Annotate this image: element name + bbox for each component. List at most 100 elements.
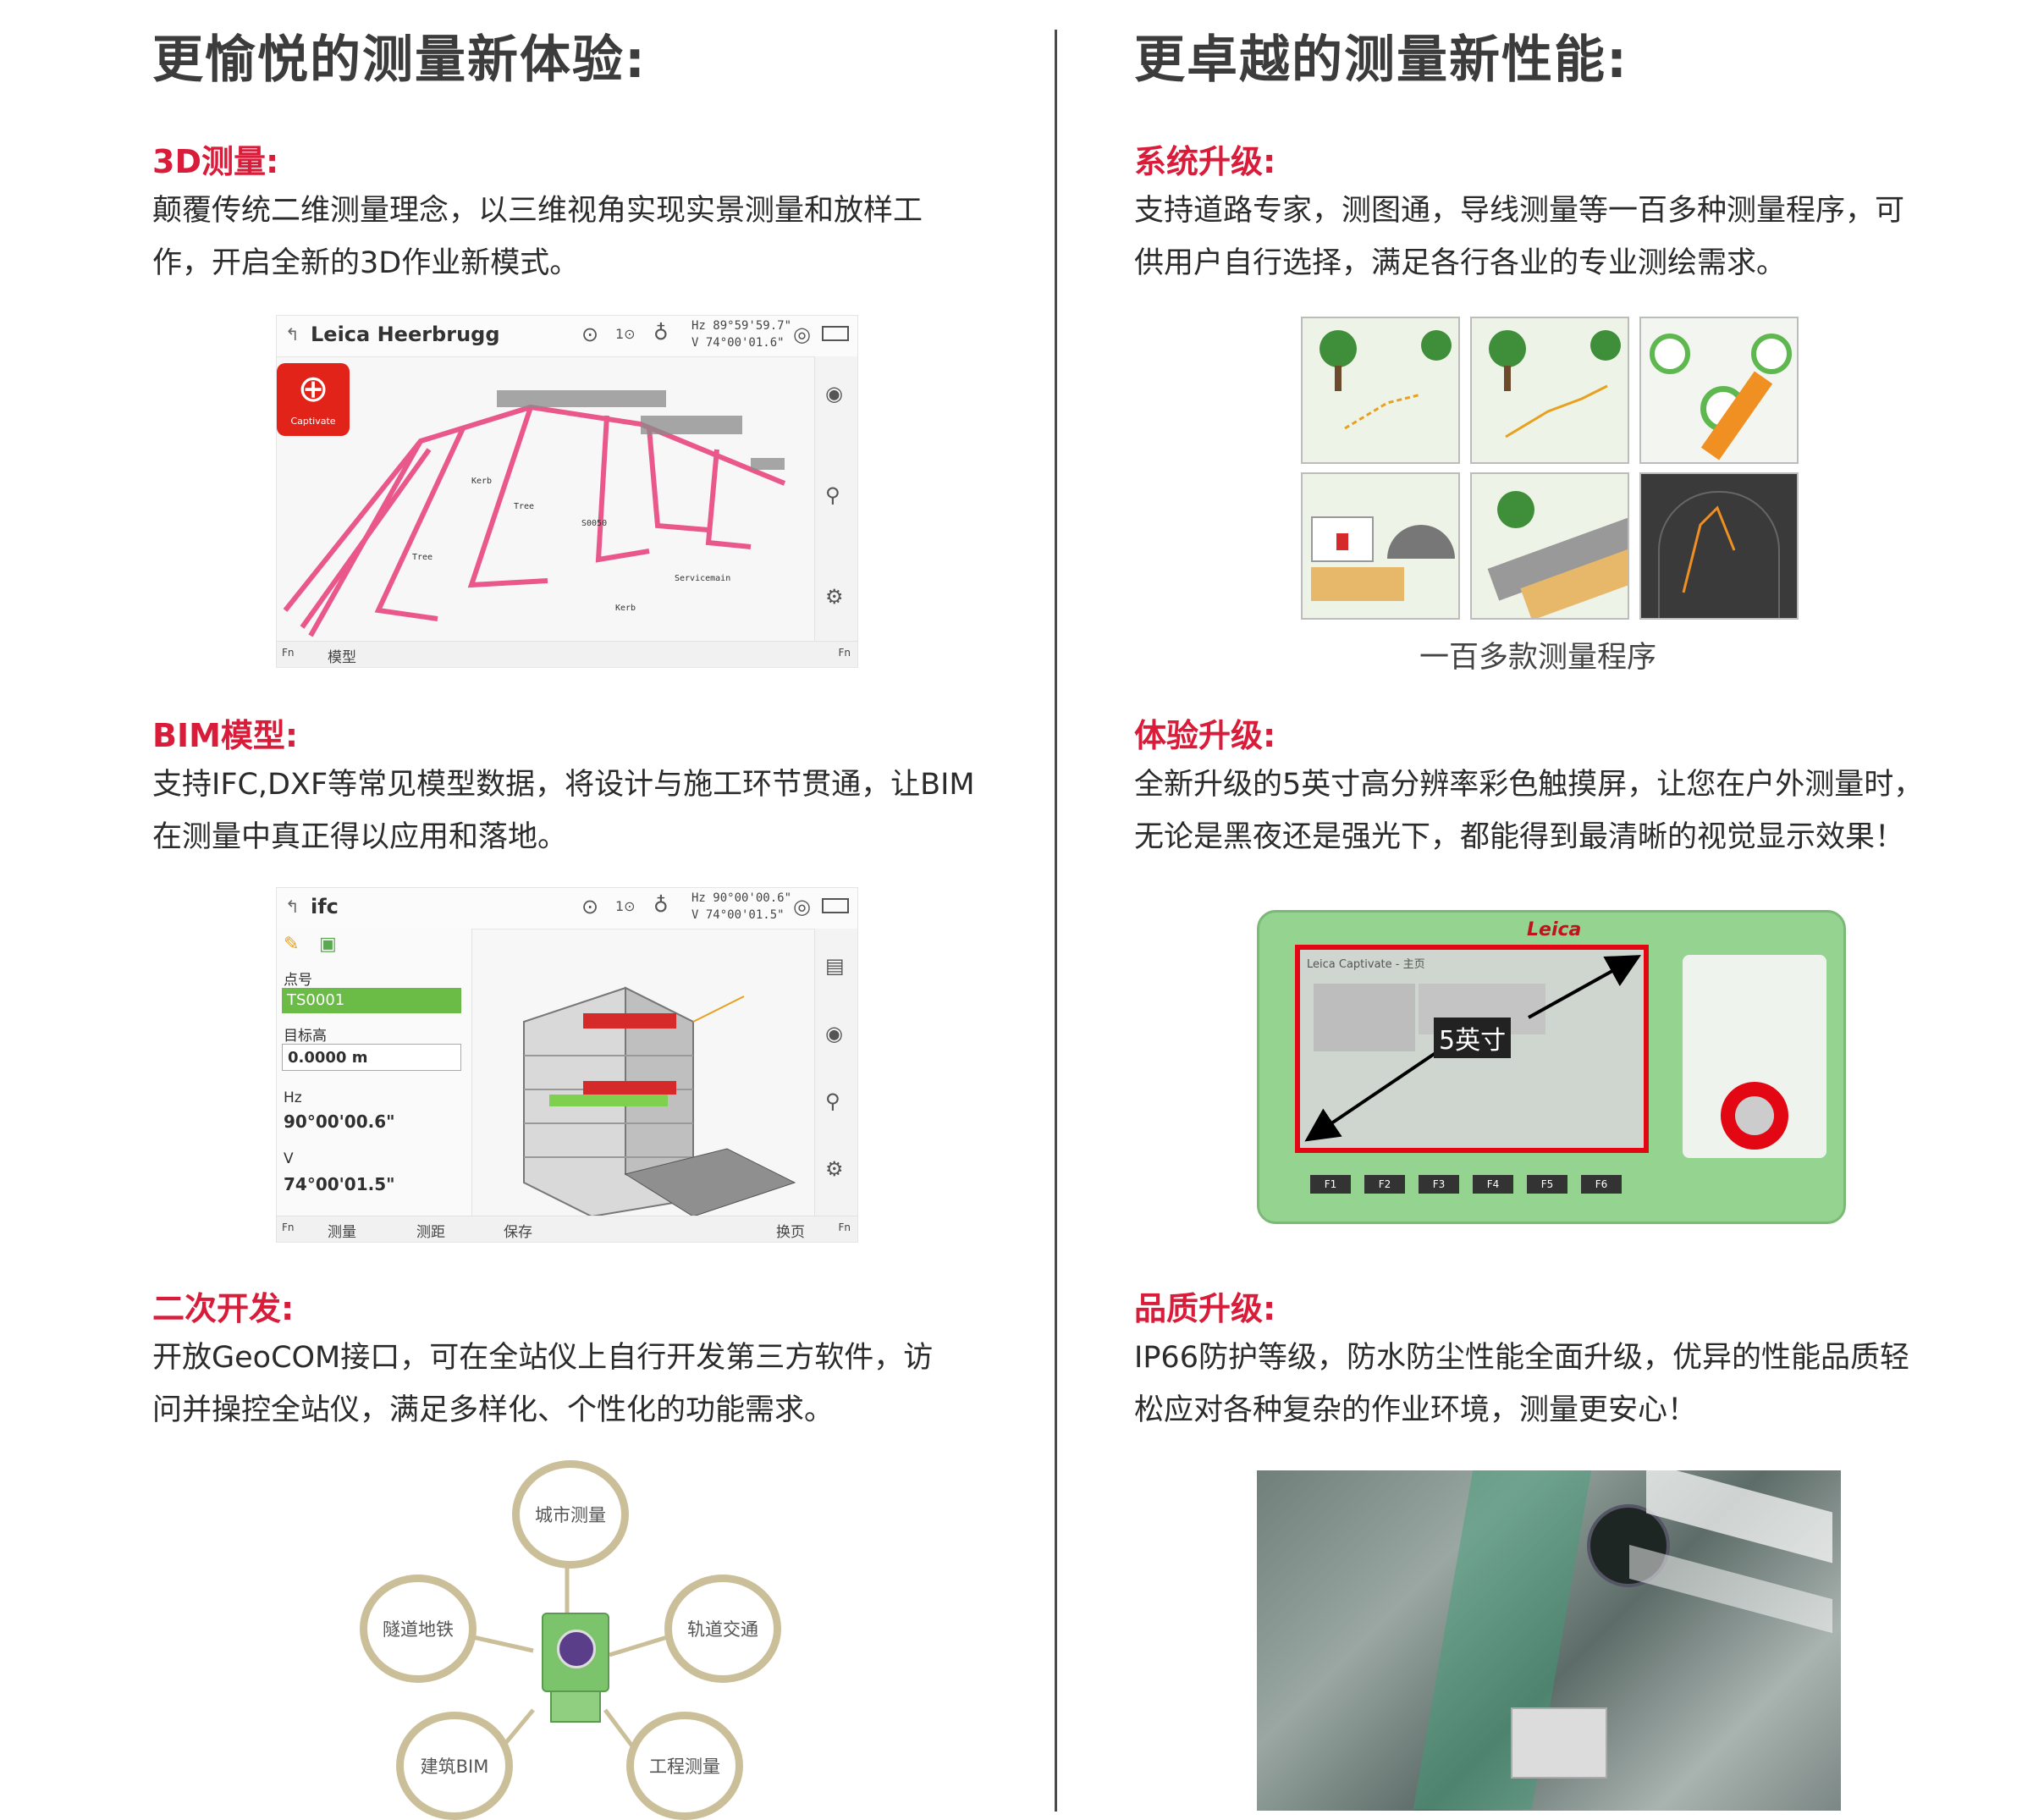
model-tab[interactable]: 模型 <box>328 649 356 666</box>
hz-readout: Hz 89°59'59.7" <box>691 319 792 333</box>
diagonal-arrow <box>1304 955 1641 1142</box>
text-line: 颠覆传统二维测量理念，以三维视角实现实景测量和放样工 <box>152 194 923 228</box>
logo-text: Captivate <box>290 416 336 427</box>
section-title-3d: 3D测量: <box>152 143 279 180</box>
text-line: 全新升级的5英寸高分辨率彩色触摸屏，让您在户外测量时， <box>1134 768 1924 802</box>
gps-icon: ◎ <box>793 895 811 918</box>
target-height-label: 目标高 <box>284 1028 327 1045</box>
f6-key[interactable]: F6 <box>1581 1175 1622 1194</box>
eye-icon[interactable]: ◉ <box>825 382 843 405</box>
svg-text:Tree: Tree <box>412 553 432 562</box>
camera-icon[interactable]: ▤ <box>825 954 845 978</box>
prism-icon: 1⊙ <box>615 326 636 342</box>
leica-logo: Leica <box>1527 919 1582 940</box>
gear-icon[interactable]: ⚙ <box>825 585 844 609</box>
distance-button[interactable]: 测距 <box>416 1224 445 1241</box>
target-height-field[interactable]: 0.0000 m <box>282 1044 461 1071</box>
program-tile-targets[interactable] <box>1639 317 1799 464</box>
nav-center-button[interactable] <box>1735 1096 1774 1135</box>
svg-text:Tree: Tree <box>514 502 534 511</box>
v-readout: V 74°00'01.6" <box>691 336 785 350</box>
hz-readout: Hz 90°00'00.6" <box>691 891 792 905</box>
fn-key[interactable]: Fn <box>282 647 295 659</box>
function-keys-row: F1 F2 F3 F4 F5 F6 <box>1310 1175 1666 1200</box>
measure-button[interactable]: 测量 <box>328 1224 356 1241</box>
circle-city-survey: 城市测量 <box>512 1460 629 1569</box>
device-keypad[interactable] <box>1683 955 1826 1158</box>
text-line: 支持IFC,DXF等常见模型数据，将设计与施工环节贯通，让BIM <box>152 768 975 802</box>
section-text-bim: 支持IFC,DXF等常见模型数据，将设计与施工环节贯通，让BIM 在测量中真正得… <box>152 758 1007 863</box>
lens-hole <box>1587 1504 1670 1587</box>
section-text-experience: 全新升级的5英寸高分辨率彩色触摸屏，让您在户外测量时， 无论是黑夜还是强光下，都… <box>1134 758 1989 863</box>
circle-engineering-survey: 工程测量 <box>626 1712 743 1820</box>
water-splash <box>1646 1470 1832 1564</box>
f2-key[interactable]: F2 <box>1364 1175 1405 1194</box>
f4-key[interactable]: F4 <box>1473 1175 1513 1194</box>
edit-icon[interactable]: ✎ <box>284 934 300 955</box>
hz-value: 90°00'00.6" <box>284 1111 395 1132</box>
text-line: IP66防护等级，防水防尘性能全面升级，优异的性能品质轻 <box>1134 1341 1909 1375</box>
target-icon: ⊙ <box>581 895 599 918</box>
text-line: 问并操控全站仪，满足多样化、个性化的功能需求。 <box>152 1393 835 1427</box>
device-screen[interactable]: Leica Captivate - 主页 5英寸 <box>1295 945 1649 1153</box>
section-title-system: 系统升级: <box>1134 143 1276 180</box>
text-line: 开放GeoCOM接口，可在全站仪上自行开发第三方软件，访 <box>152 1341 934 1375</box>
point-label: 点号 <box>284 972 312 989</box>
device-keyboard-panel: Leica Leica Captivate - 主页 5英寸 F1 F2 F3 … <box>1257 910 1846 1224</box>
fn-key[interactable]: Fn <box>282 1222 295 1233</box>
instrument-icon: ♁ <box>653 321 669 345</box>
screen-sidebar: ◉ ⚲ ⚙ <box>814 356 857 642</box>
device-label-plate <box>1511 1707 1607 1779</box>
total-station-image <box>535 1613 613 1723</box>
text-line: 作，开启全新的3D作业新模式。 <box>152 246 580 280</box>
screen-titlebar: ↰ ifc ⊙ 1⊙ ♁ Hz 90°00'00.6" V 74°00'01.5… <box>277 888 857 929</box>
program-tile-stakeout[interactable] <box>1301 317 1460 464</box>
section-text-3d: 颠覆传统二维测量理念，以三维视角实现实景测量和放样工 作，开启全新的3D作业新模… <box>152 185 1007 290</box>
svg-text:S0050: S0050 <box>581 519 607 528</box>
svg-text:Kerb: Kerb <box>615 604 636 613</box>
screen-bottom-bar: Fn 测量 测距 保存 换页 Fn <box>277 1216 857 1242</box>
prism-icon: 1⊙ <box>615 898 636 914</box>
text-line: 松应对各种复杂的作业环境，测量更安心！ <box>1134 1393 1698 1427</box>
fn-key[interactable]: Fn <box>838 647 851 659</box>
column-divider <box>1055 30 1057 1812</box>
svg-text:Kerb: Kerb <box>471 477 492 486</box>
section-text-system: 支持道路专家，测图通，导线测量等一百多种测量程序，可 供用户自行选择，满足各行各… <box>1134 185 1989 290</box>
program-tile-building[interactable] <box>1301 472 1460 620</box>
eye-icon[interactable]: ◉ <box>825 1022 843 1045</box>
program-tile-traverse[interactable] <box>1470 317 1629 464</box>
save-button[interactable]: 保存 <box>504 1224 532 1241</box>
point-panel: ✎ ▣ 点号 TS0001 目标高 0.0000 m Hz 90°00'00.6… <box>277 929 472 1216</box>
gear-icon[interactable]: ⚙ <box>825 1157 844 1181</box>
v-readout: V 74°00'01.5" <box>691 908 785 922</box>
screen-title: Leica Captivate - 主页 <box>1307 958 1425 971</box>
zoom-icon[interactable]: ⚲ <box>825 483 840 507</box>
section-title-dev: 二次开发: <box>152 1290 295 1327</box>
section-text-quality: IP66防护等级，防水防尘性能全面升级，优异的性能品质轻 松应对各种复杂的作业环… <box>1134 1332 1989 1437</box>
zoom-icon[interactable]: ⚲ <box>825 1089 840 1113</box>
text-line: 支持道路专家，测图通，导线测量等一百多种测量程序，可 <box>1134 194 1905 228</box>
f3-key[interactable]: F3 <box>1419 1175 1459 1194</box>
battery-icon <box>822 898 849 913</box>
screen-title: ifc <box>311 895 339 918</box>
hz-label: Hz <box>284 1089 302 1106</box>
circle-rail-transit: 轨道交通 <box>664 1575 781 1683</box>
back-icon: ↰ <box>285 896 300 917</box>
program-tile-road[interactable] <box>1470 472 1629 620</box>
f5-key[interactable]: F5 <box>1527 1175 1567 1194</box>
fn-key[interactable]: Fn <box>838 1222 851 1233</box>
gps-icon: ◎ <box>793 323 811 346</box>
captivate-3d-screenshot: ↰ Leica Heerbrugg ⊙ 1⊙ ♁ Hz 89°59'59.7" … <box>276 315 858 668</box>
program-tile-tunnel[interactable] <box>1639 472 1799 620</box>
page-button[interactable]: 换页 <box>776 1224 805 1241</box>
point-field[interactable]: TS0001 <box>282 988 461 1013</box>
bim-building-view[interactable] <box>473 929 815 1216</box>
section-title-experience: 体验升级: <box>1134 717 1276 754</box>
svg-text:Servicemain: Servicemain <box>675 574 730 583</box>
text-line: 供用户自行选择，满足各行各业的专业测绘需求。 <box>1134 246 1787 280</box>
layers-icon[interactable]: ▣ <box>319 934 337 955</box>
section-title-bim: BIM模型: <box>152 717 299 754</box>
captivate-logo: ⊕ Captivate <box>277 363 350 436</box>
f1-key[interactable]: F1 <box>1310 1175 1351 1194</box>
